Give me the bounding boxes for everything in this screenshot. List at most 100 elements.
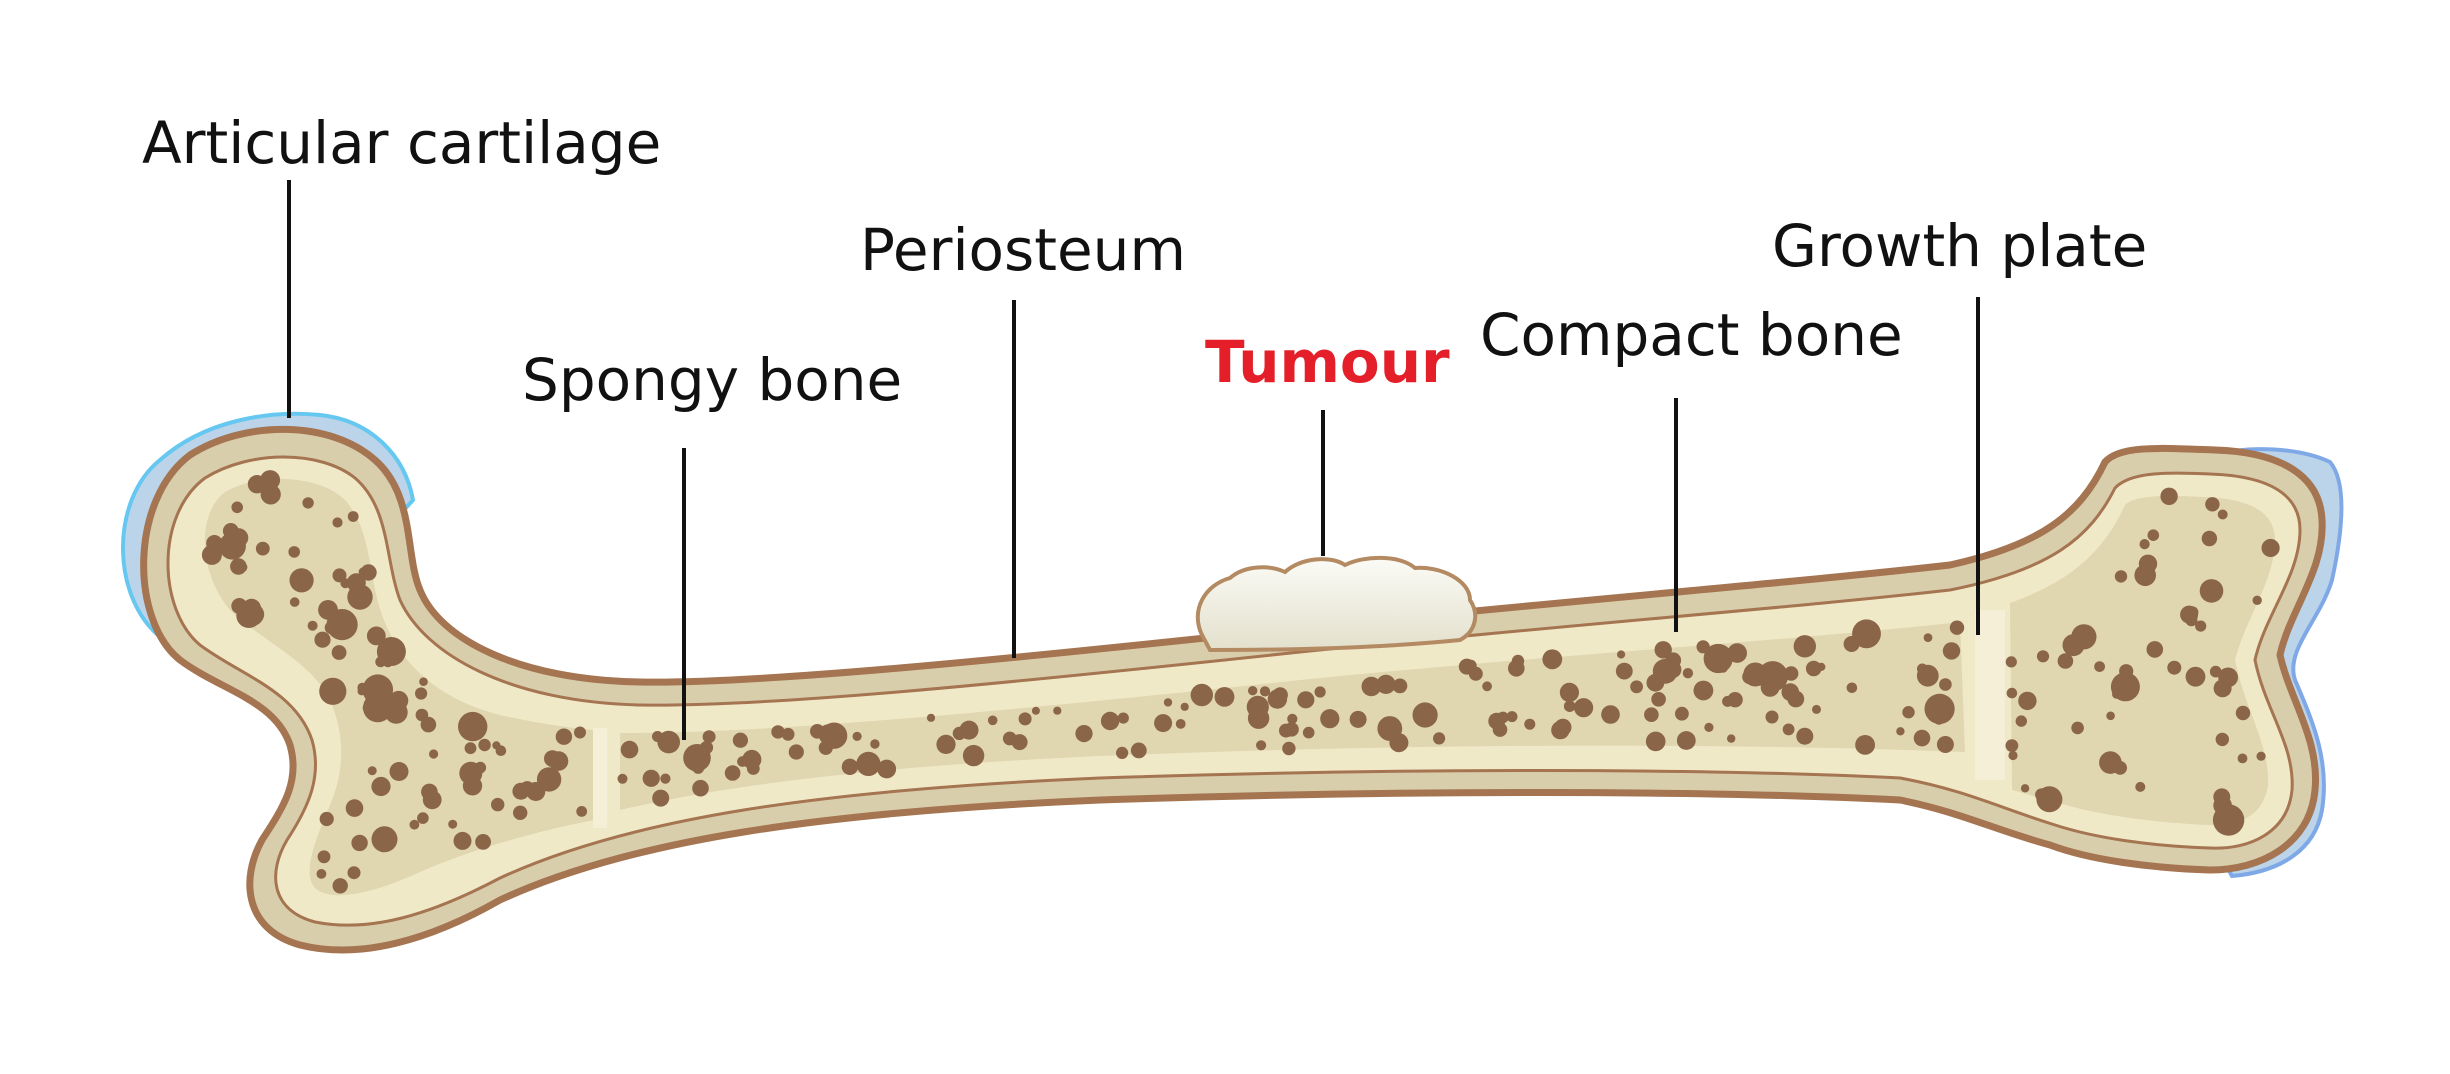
pore (2119, 664, 2134, 679)
pore (1246, 695, 1269, 719)
pore (1075, 725, 1093, 743)
pore (2252, 595, 2262, 605)
pore (1412, 702, 1438, 728)
pore (1630, 680, 1643, 694)
pore (1117, 712, 1129, 724)
pore (366, 626, 386, 646)
pore (360, 564, 377, 581)
pore (2167, 660, 2182, 675)
pore (458, 711, 488, 742)
pore (1018, 712, 1032, 726)
pore (683, 744, 711, 772)
pore (1287, 713, 1298, 725)
pore (1939, 678, 1952, 691)
pore (1646, 673, 1665, 692)
pore (1361, 676, 1382, 697)
pore (351, 834, 368, 852)
pore (474, 761, 487, 774)
pore (870, 739, 880, 749)
pore (453, 831, 472, 850)
pore (1011, 734, 1028, 751)
pore (2147, 529, 2160, 541)
pore (2185, 614, 2198, 627)
pore (576, 806, 588, 817)
pore (2106, 711, 2115, 721)
pore (2139, 539, 2150, 550)
pore (1297, 691, 1315, 709)
pore (415, 687, 428, 700)
pore (389, 762, 409, 781)
pore (2146, 641, 2164, 658)
pore (2005, 739, 2019, 752)
pore (1377, 716, 1403, 741)
pore (1942, 642, 1961, 660)
pore (1248, 686, 1258, 696)
pore (1314, 686, 1326, 698)
pore (314, 631, 331, 648)
pore (2199, 579, 2224, 603)
pore (429, 749, 439, 759)
pore (1320, 709, 1340, 729)
pore (2185, 666, 2206, 687)
pore (231, 501, 243, 514)
pore (555, 728, 573, 745)
pore (1949, 620, 1965, 635)
pore (2094, 661, 2106, 672)
pore (841, 758, 859, 775)
pore (409, 819, 420, 830)
pore (2261, 538, 2280, 558)
pore (319, 677, 347, 705)
pore (255, 541, 270, 556)
pore (1464, 659, 1477, 672)
pore (2134, 564, 2156, 587)
pore (1031, 706, 1040, 715)
pore (347, 866, 361, 880)
pore (1704, 722, 1714, 733)
pore (376, 637, 406, 666)
pore (307, 620, 318, 631)
pore (367, 766, 377, 776)
pore (260, 484, 281, 505)
pore (959, 720, 979, 740)
pore (247, 475, 267, 494)
pore (316, 869, 327, 879)
pore (237, 562, 248, 573)
pore (492, 741, 501, 750)
pore (1190, 683, 1214, 707)
label-spongy-bone: Spongy bone (522, 346, 902, 414)
pore (2235, 705, 2251, 721)
pore (1913, 729, 1931, 747)
pore (2218, 667, 2239, 688)
pore (1781, 683, 1800, 701)
pore (694, 782, 704, 793)
pore (1488, 712, 1506, 730)
pore (1214, 687, 1235, 707)
pore (702, 730, 716, 744)
pore (545, 752, 554, 761)
pore (2099, 751, 2122, 774)
pore (877, 759, 897, 779)
pore (1574, 698, 1594, 718)
pore (1284, 722, 1299, 737)
pore (478, 738, 491, 752)
pore (222, 523, 239, 539)
pore (448, 819, 458, 829)
label-tumour: Tumour (1205, 328, 1450, 396)
pore (724, 765, 741, 781)
pore (788, 744, 804, 760)
pore (852, 731, 862, 742)
pore (366, 676, 385, 695)
pore (962, 744, 985, 767)
pore (2135, 781, 2146, 792)
pore (1272, 687, 1288, 703)
pore (746, 762, 760, 775)
pore (464, 742, 477, 755)
pore (1805, 660, 1822, 677)
pore (340, 578, 351, 589)
pore (2071, 721, 2084, 735)
pore (1482, 681, 1492, 692)
pore (421, 783, 438, 801)
pore (1793, 635, 1817, 658)
pore (1760, 678, 1780, 697)
